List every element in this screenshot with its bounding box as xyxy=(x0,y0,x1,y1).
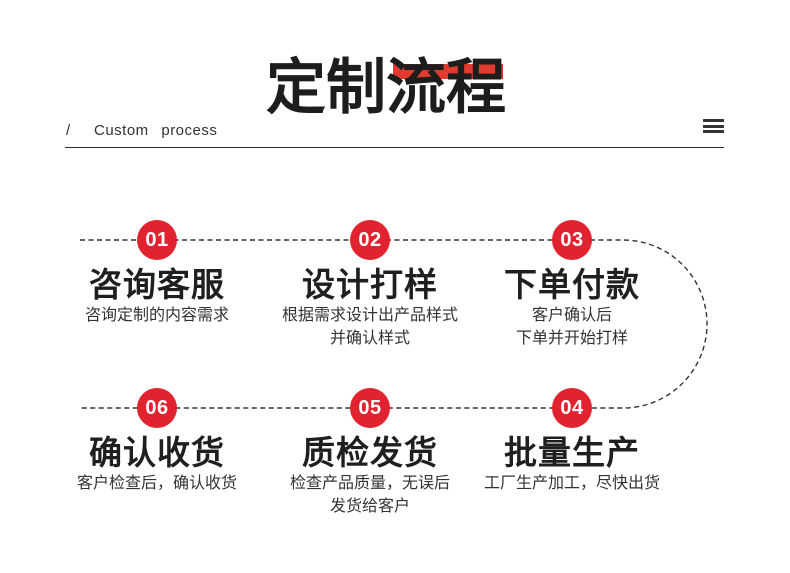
step-number-badge: 05 xyxy=(350,388,390,428)
hamburger-bar xyxy=(703,124,724,128)
step-05-qc-ship: 05 质检发货 检查产品质量，无误后 发货给客户 xyxy=(250,388,490,518)
step-02-design: 02 设计打样 根据需求设计出产品样式 并确认样式 xyxy=(250,220,490,350)
hamburger-bar xyxy=(703,119,724,122)
title-red-underline xyxy=(393,64,503,79)
step-title: 批量生产 xyxy=(504,434,640,471)
step-number-badge: 04 xyxy=(552,388,592,428)
step-number-badge: 01 xyxy=(137,220,177,260)
step-title: 设计打样 xyxy=(302,266,438,303)
step-title: 质检发货 xyxy=(302,434,438,471)
step-description-line: 根据需求设计出产品样式 xyxy=(281,307,458,324)
subtitle-slash: / xyxy=(66,122,71,139)
step-description-line: 下单并开始打样 xyxy=(515,330,628,347)
hamburger-icon[interactable] xyxy=(703,119,724,133)
step-number-badge: 06 xyxy=(137,388,177,428)
step-description-line: 检查产品质量，无误后 xyxy=(289,475,450,492)
step-title: 确认收货 xyxy=(89,434,225,471)
step-description-line: 咨询定制的内容需求 xyxy=(84,307,229,324)
step-03-order-pay: 03 下单付款 客户确认后 下单并开始打样 xyxy=(452,220,692,350)
step-number-badge: 03 xyxy=(552,220,592,260)
step-number-badge: 02 xyxy=(350,220,390,260)
step-04-mass-production: 04 批量生产 工厂生产加工，尽快出货 xyxy=(452,388,692,495)
step-description-line: 并确认样式 xyxy=(329,330,410,347)
step-description-line: 客户检查后，确认收货 xyxy=(76,475,237,492)
step-description-line: 发货给客户 xyxy=(329,498,410,515)
step-title: 咨询客服 xyxy=(89,266,225,303)
hamburger-bar xyxy=(703,130,724,133)
page-title: 定制流程 xyxy=(266,54,506,122)
step-title: 下单付款 xyxy=(504,266,640,303)
step-01-consult: 01 咨询客服 咨询定制的内容需求 xyxy=(37,220,277,327)
step-06-confirm-receipt: 06 确认收货 客户检查后，确认收货 xyxy=(37,388,277,495)
header-divider xyxy=(65,147,724,148)
step-description-line: 客户确认后 xyxy=(531,307,612,324)
step-description-line: 工厂生产加工，尽快出货 xyxy=(483,475,660,492)
subtitle: Custom process xyxy=(94,122,218,139)
